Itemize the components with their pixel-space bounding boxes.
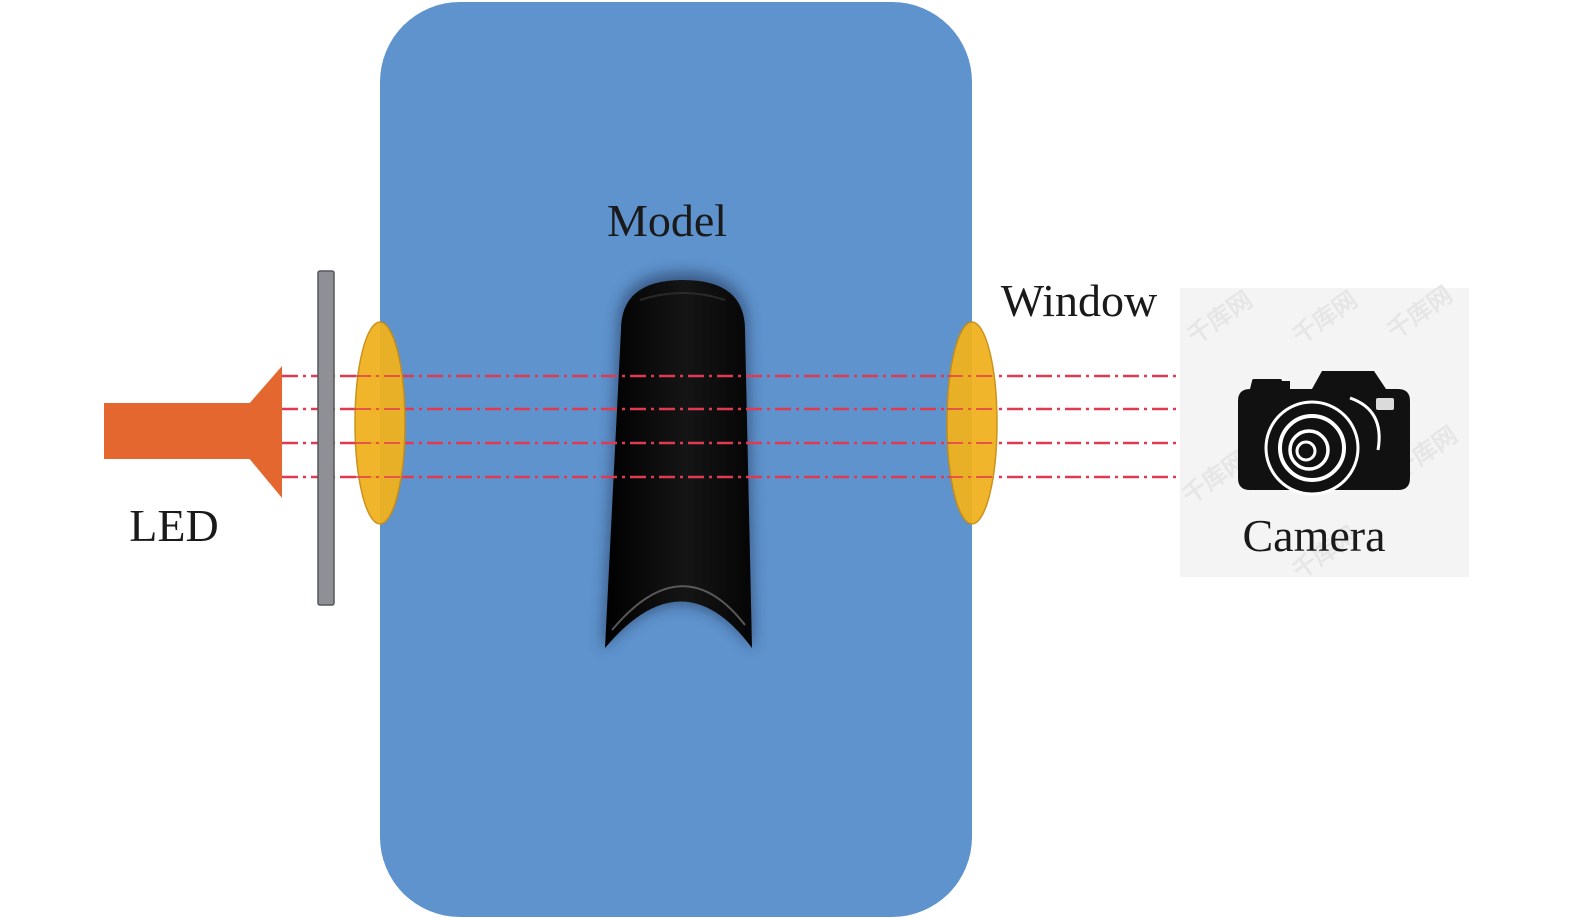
led-label: LED [129,500,218,551]
window-left [354,321,406,525]
led-source-icon [104,366,282,498]
window-label: Window [1001,275,1158,326]
model-label: Model [607,195,727,246]
diffuser-plate [317,270,335,606]
light-beams [282,374,1178,479]
camera-icon [1238,371,1410,496]
camera-label: Camera [1242,510,1385,561]
model [602,272,754,650]
window-right [946,321,998,525]
